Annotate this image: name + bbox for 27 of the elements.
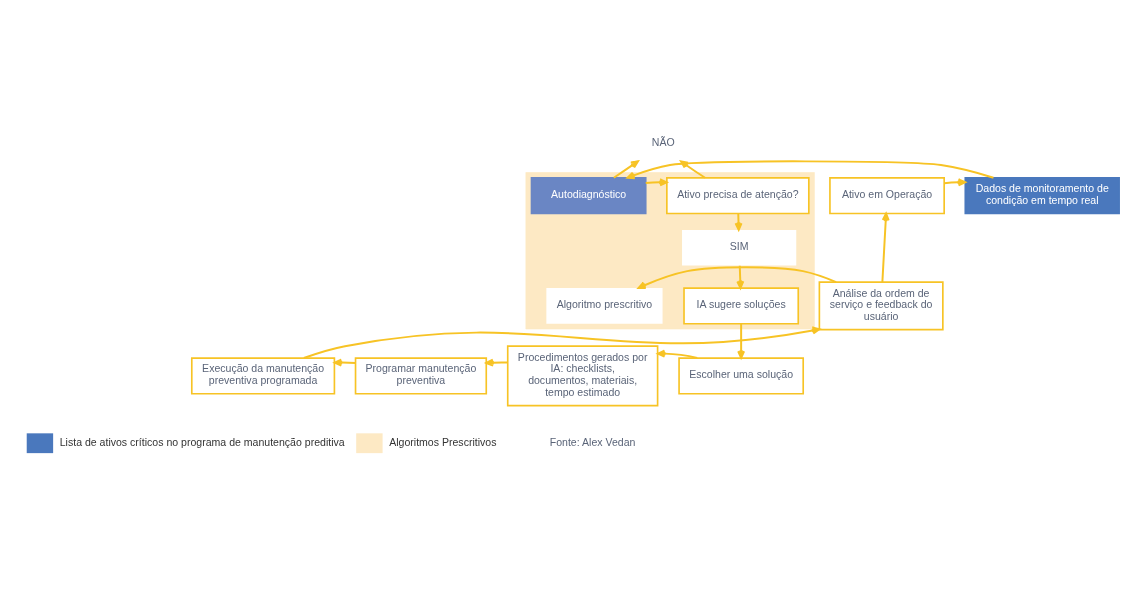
node-text: NÃO	[651, 135, 675, 148]
label: Fonte: Alex Vedan	[549, 435, 636, 448]
arrow	[302, 326, 821, 359]
node-box: Análise da ordem de serviço e feedback do usuário	[818, 280, 944, 330]
legend-label: Algoritmos Prescritivos	[389, 435, 497, 448]
node-box: Escolher uma solução	[678, 356, 805, 395]
node-box: Programar manutenção preventiva	[354, 356, 488, 395]
arrow	[679, 159, 707, 179]
arrow	[943, 177, 967, 186]
node-box: Dados de monitoramento de condição em tempo real	[964, 176, 1120, 214]
arrow	[737, 322, 746, 359]
arrow	[485, 358, 509, 367]
node-box: Ativo precisa de atenção?	[666, 176, 810, 214]
legend-label: Lista de ativos críticos no programa de manutenção preditiva	[59, 435, 345, 448]
arrow	[612, 159, 639, 179]
node-box: Algoritmo prescritivo	[546, 287, 663, 324]
arrow	[333, 358, 357, 366]
node-box: IA sugere soluções	[683, 286, 800, 325]
arrow	[656, 349, 699, 359]
node-box: SIM	[682, 229, 797, 266]
arrow	[881, 212, 890, 283]
node-box: Autodiagnóstico	[530, 176, 647, 214]
node-box: Procedimentos gerados por IA: checklists, documentos, materiais, tempo estimado	[506, 344, 659, 406]
arrow	[626, 159, 995, 179]
arrow	[644, 177, 668, 186]
node-box: Ativo em Operação	[829, 176, 945, 214]
node-box: Execução da manutenção preventiva programada	[190, 356, 336, 395]
